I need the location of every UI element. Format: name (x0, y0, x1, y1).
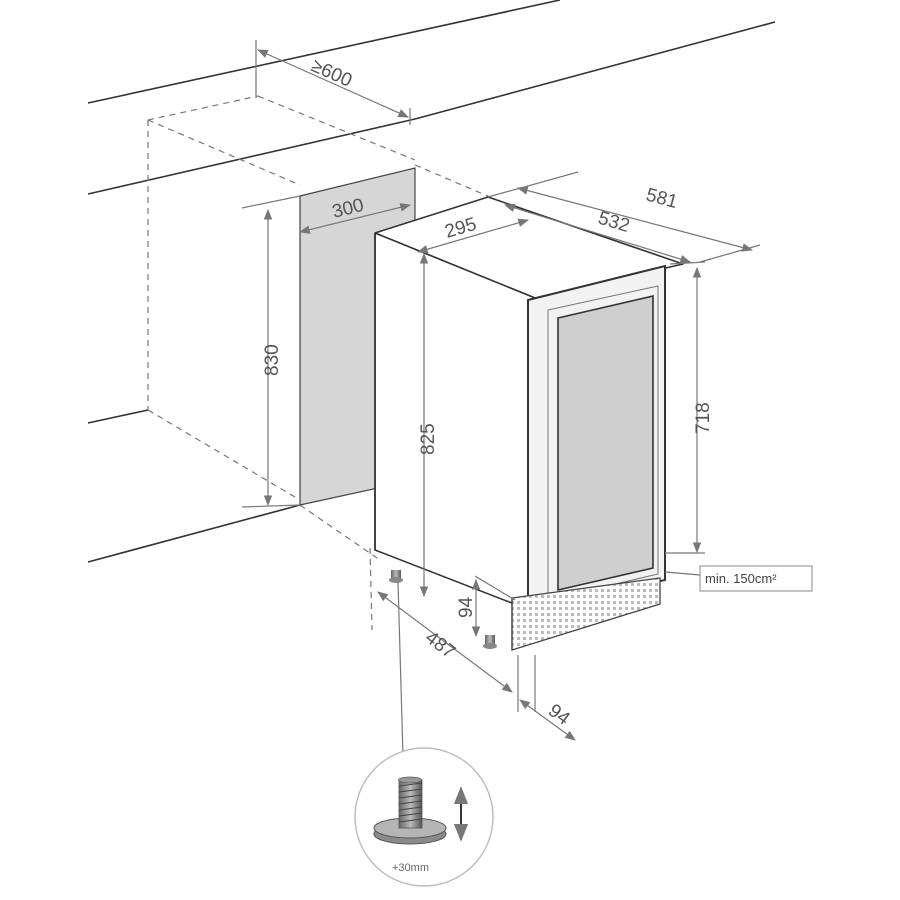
dimension-lines (241, 40, 761, 757)
foot-adjustment-detail: +30mm (354, 747, 494, 887)
cooler-door-glass (557, 294, 654, 592)
cooler-foot-rear (389, 570, 403, 583)
niche-dashed-outline (147, 95, 491, 631)
ventilation-note: min. 150cm² (699, 565, 813, 592)
dim-cabinet-depth: 532 (596, 208, 632, 237)
cooler-door-inner (547, 285, 659, 601)
dim-door-height: 718 (693, 402, 714, 434)
dim-niche-height: 830 (262, 344, 283, 376)
dim-plinth-depth: 94 (544, 700, 574, 730)
dim-appliance-height: 825 (418, 423, 439, 455)
ventilation-note-text: min. 150cm² (705, 571, 777, 586)
cooler-foot-front (483, 635, 497, 649)
dim-plinth-height: 94 (456, 596, 477, 618)
dim-total-depth: 581 (644, 185, 680, 213)
dim-niche-depth: ≥600 (308, 55, 355, 91)
foot-adjustment-label: +30mm (392, 862, 429, 874)
cooler-side (374, 232, 536, 613)
dim-foot-depth: 487 (421, 627, 459, 663)
